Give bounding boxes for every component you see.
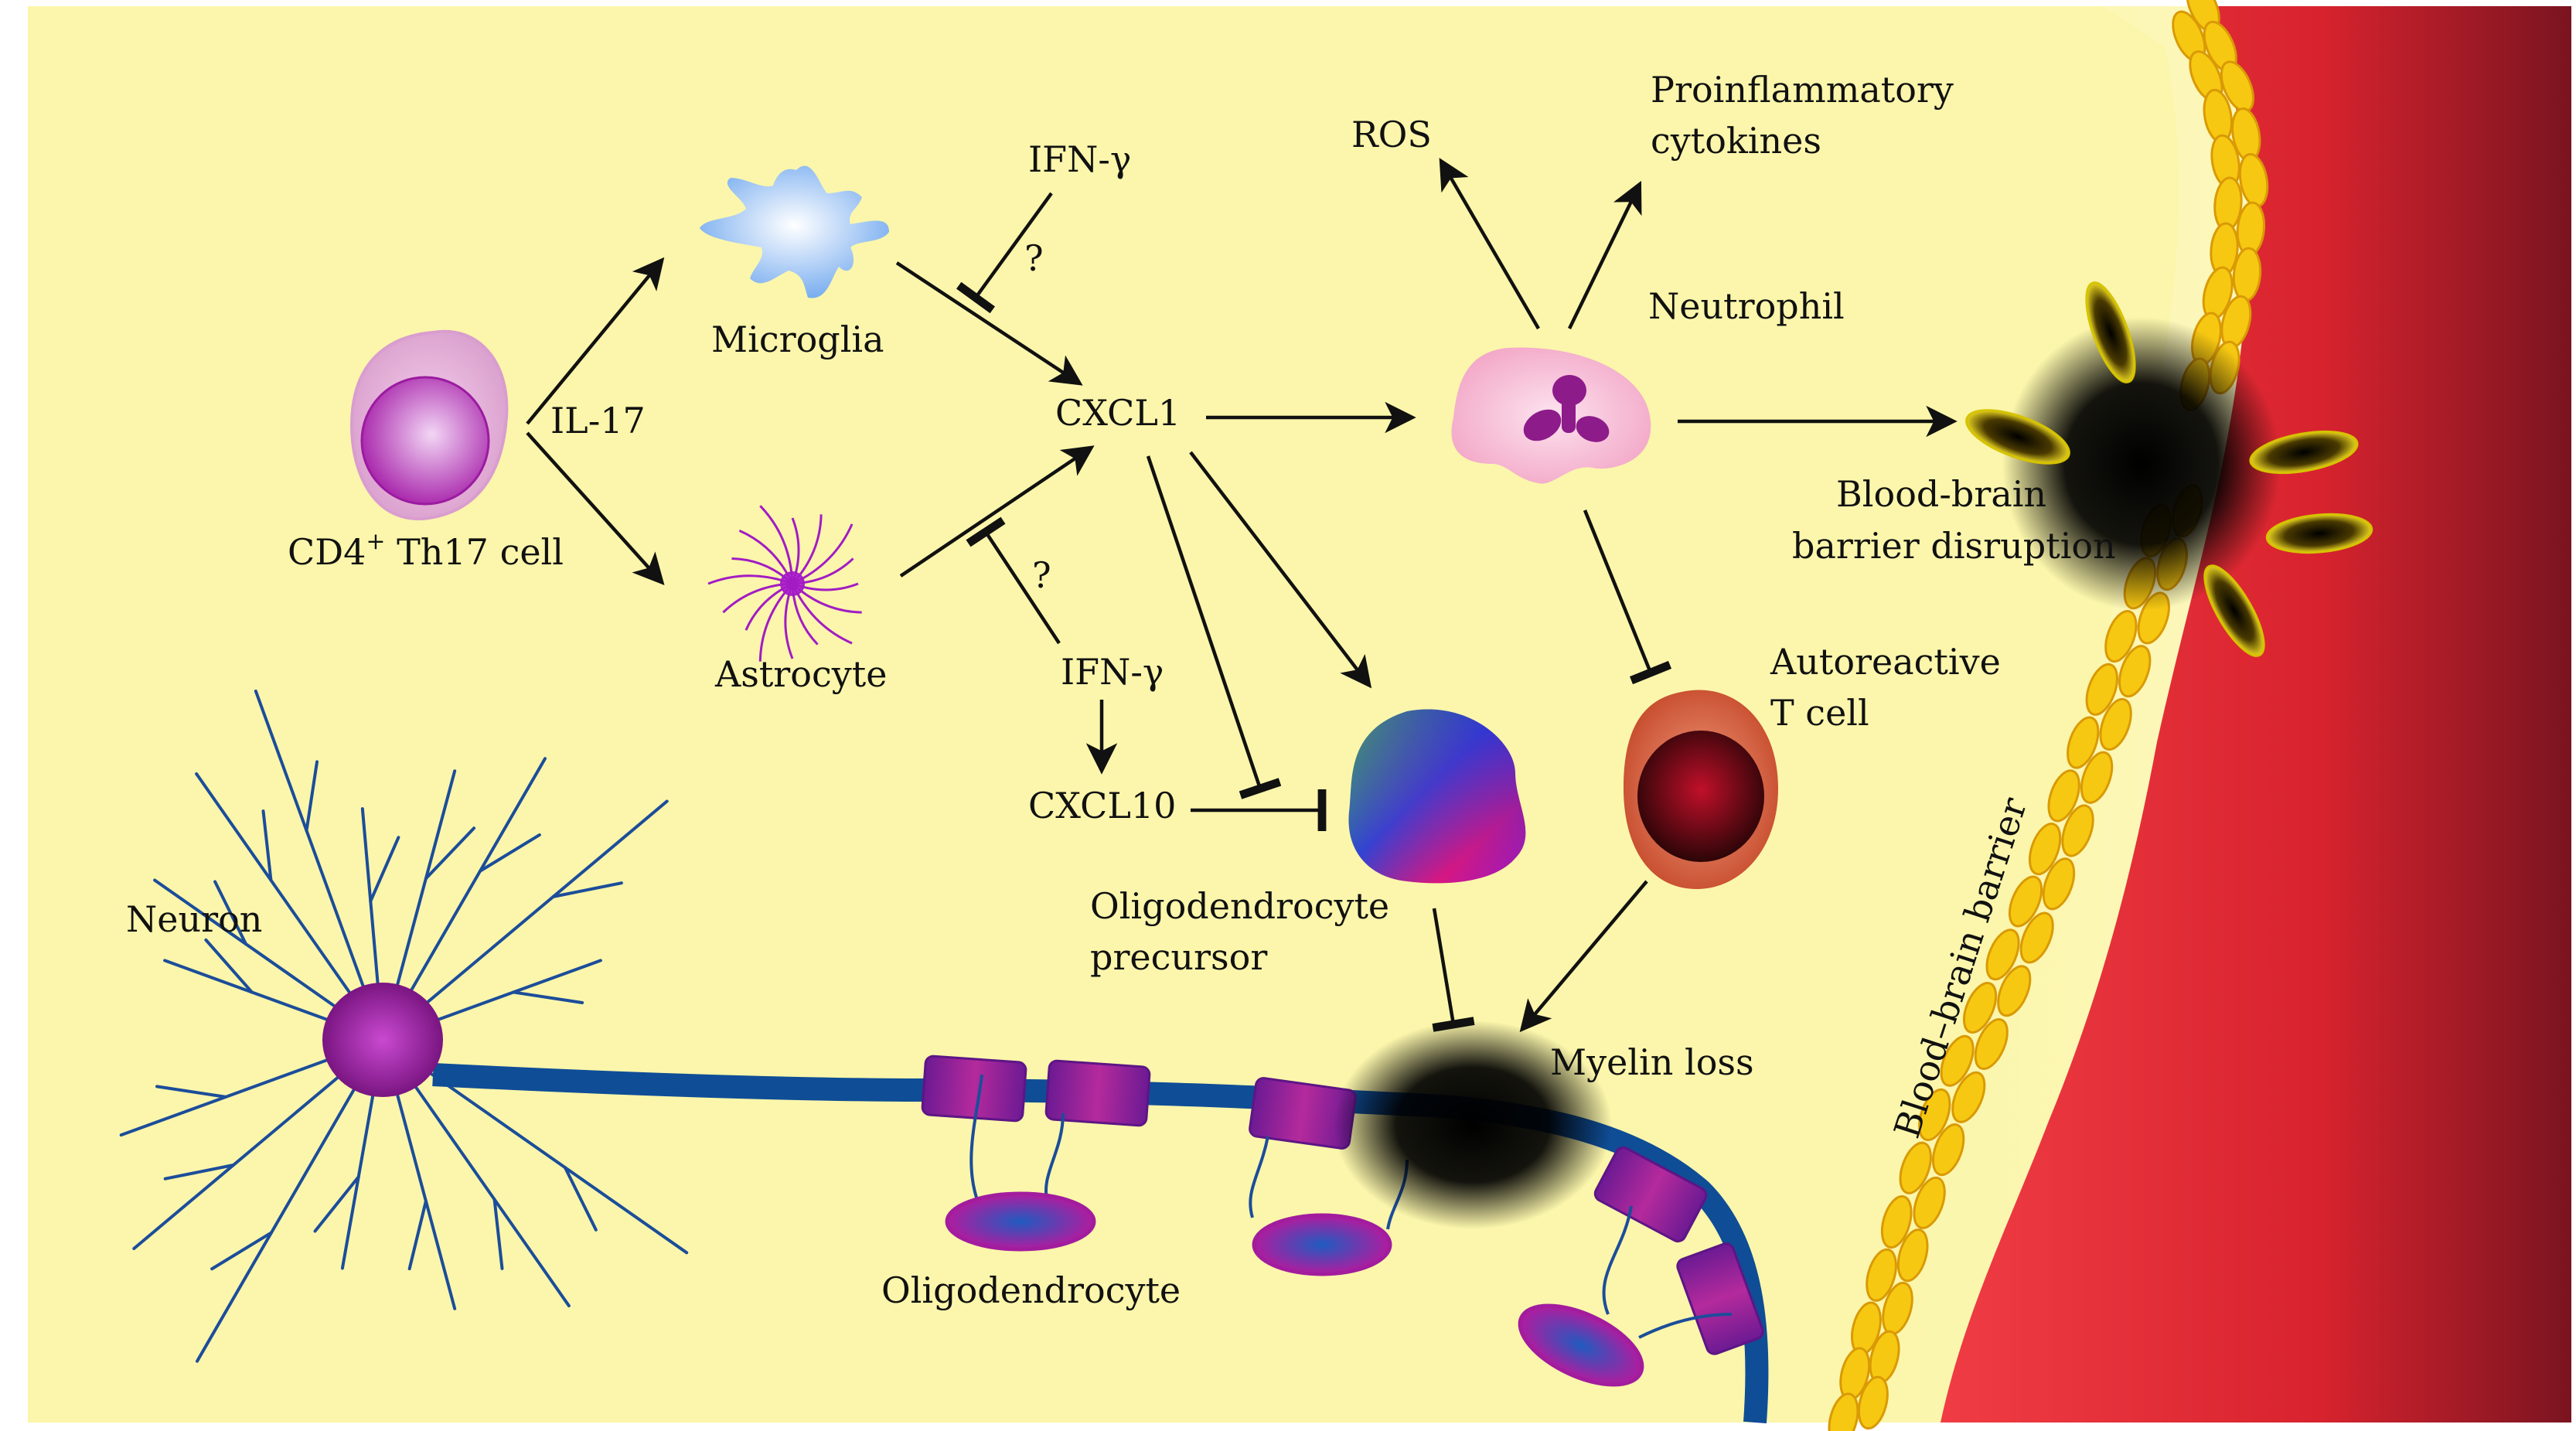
inhibit-neutrophil-to-tcell: [1583, 509, 1672, 685]
label-il17: IL-17: [550, 400, 646, 441]
label-neuron: Neuron: [126, 898, 262, 940]
microglia-cell: [700, 165, 889, 298]
bbb-disruption-site: [1965, 281, 2373, 657]
arrow-cxcl1-to-opc: [1189, 451, 1372, 689]
inhibit-cxcl1-to-opc: [1146, 455, 1282, 799]
th17-cell: [349, 329, 509, 521]
pathway-edges: [526, 158, 1958, 1033]
label-question-top: ?: [1024, 237, 1044, 279]
myelin-loss-damage: [1334, 1020, 1612, 1229]
oligodendrocyte-precursor-cell: [1348, 709, 1526, 884]
label-proinflammatory-1: Proinflammatory: [1651, 69, 1954, 111]
inhibit-ifn-bottom: [966, 516, 1061, 645]
label-bbb-disruption-2: barrier disruption: [1792, 525, 2116, 567]
label-opc-1: Oligodendrocyte: [1090, 885, 1389, 927]
label-ros: ROS: [1351, 114, 1432, 155]
label-bbb-disruption-1: Blood-brain: [1836, 473, 2046, 515]
myelin-sheath-segments: [921, 1055, 1764, 1355]
label-cxcl10: CXCL10: [1028, 785, 1176, 826]
arrow-th17-to-astrocyte: [526, 431, 665, 586]
oligodendrocytes: [945, 1074, 1733, 1387]
label-proinflammatory-2: cytokines: [1651, 120, 1821, 162]
label-microglia: Microglia: [711, 319, 884, 360]
label-ifn-gamma-top: IFN-γ: [1028, 138, 1131, 180]
label-neutrophil: Neutrophil: [1648, 285, 1845, 327]
neutrophil-cell: [1451, 347, 1651, 484]
label-astrocyte: Astrocyte: [714, 653, 887, 695]
label-question-bottom: ?: [1032, 554, 1051, 596]
arrow-neutrophil-to-cytokines: [1567, 180, 1642, 329]
arrow-th17-to-microglia: [526, 257, 665, 425]
label-cd4-th17: CD4+ Th17 cell: [288, 528, 564, 573]
astrocyte-cell: [707, 505, 862, 662]
arrow-neutrophil-to-ros: [1439, 158, 1540, 330]
label-ifn-gamma-bottom: IFN-γ: [1061, 651, 1164, 693]
label-oligodendrocyte: Oligodendrocyte: [881, 1269, 1181, 1311]
autoreactive-t-cell: [1624, 690, 1778, 889]
inhibit-ifn-top: [956, 192, 1053, 314]
label-autoreactive-1: Autoreactive: [1770, 641, 2001, 683]
arrow-tcell-to-myelin-loss: [1519, 880, 1648, 1033]
inhibit-opc-to-myelin: [1432, 908, 1475, 1032]
blood-brain-barrier-cells: [1828, 0, 2269, 1431]
label-cxcl1: CXCL1: [1055, 392, 1181, 434]
label-opc-2: precursor: [1090, 936, 1267, 978]
arrow-astrocyte-to-cxcl1: [899, 445, 1095, 578]
arrow-microglia-to-cxcl1: [895, 261, 1083, 386]
label-myelin-loss: Myelin loss: [1550, 1041, 1754, 1083]
blood-vessel: [1941, 6, 2571, 1422]
label-autoreactive-2: T cell: [1770, 692, 1869, 734]
